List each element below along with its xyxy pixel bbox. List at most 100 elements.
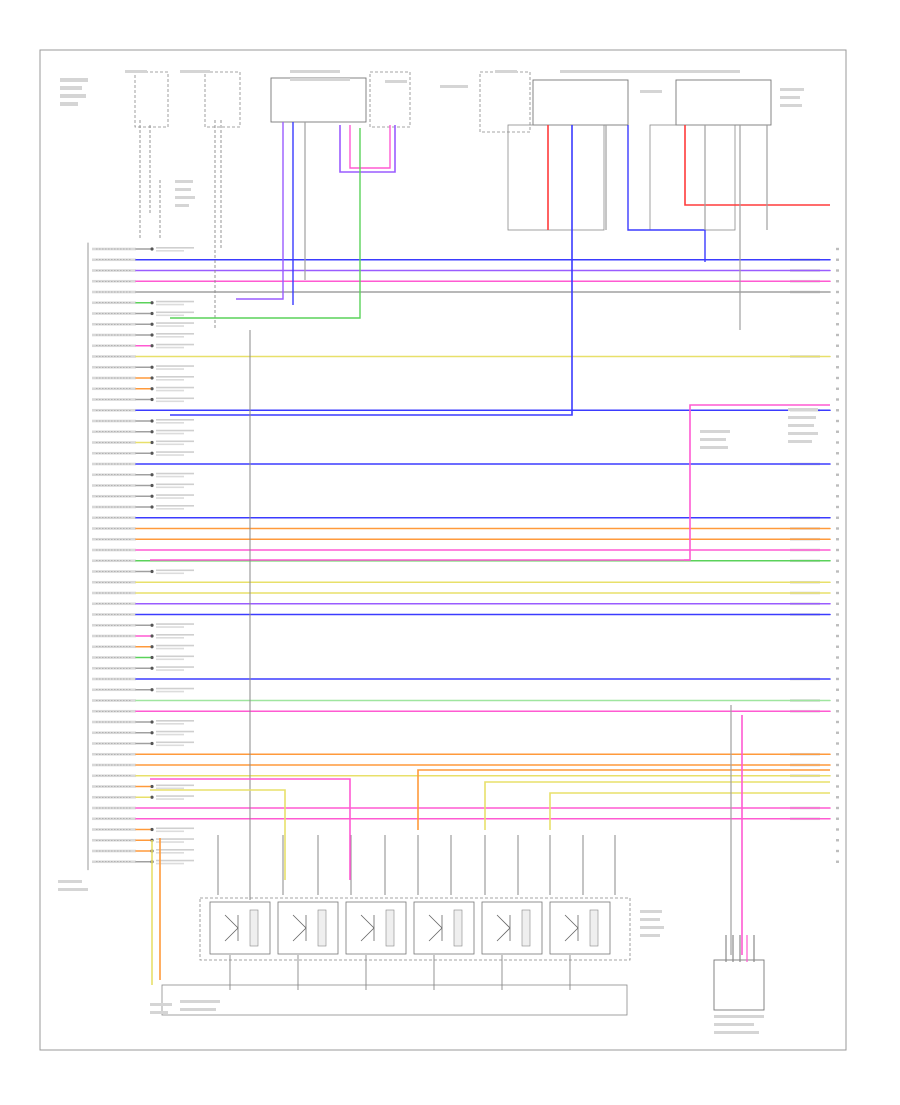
bus-annot-2	[156, 314, 184, 317]
bus-annot	[156, 451, 194, 453]
bus-right-pin	[836, 774, 839, 777]
bus-right-pin	[836, 677, 839, 681]
bus-dot	[150, 311, 154, 316]
bus-right-pin	[836, 452, 839, 455]
bus-annot	[156, 849, 194, 851]
bus-dot	[150, 322, 154, 326]
bus-right-pin	[836, 731, 839, 734]
bus-right-pin	[836, 753, 839, 756]
bus-annot-2	[156, 389, 184, 392]
bus-annot	[156, 730, 194, 733]
bus-right-pin	[836, 301, 839, 304]
coil-winding	[453, 909, 463, 947]
bus-annot-2	[156, 658, 184, 661]
bus-dot	[150, 483, 154, 488]
bus-annot-2	[156, 733, 184, 736]
bus-annot-2	[156, 626, 184, 628]
fine-print-18	[175, 196, 195, 199]
bus-dot	[150, 440, 154, 445]
fuse-box-c	[479, 71, 531, 133]
bus-right-pin	[836, 269, 839, 272]
bus-right-pin	[836, 742, 839, 745]
bus-right-pin	[836, 624, 839, 627]
bus-right-pin	[836, 441, 839, 444]
bus-right-pin	[836, 634, 839, 638]
bus-annot	[156, 795, 194, 797]
fuel-blue-return	[627, 125, 706, 262]
bus-right-pin	[836, 484, 839, 487]
bus-annot-2	[156, 379, 184, 381]
ground-frame	[161, 984, 628, 1016]
bus-right-pin	[836, 667, 839, 670]
fine-print-17	[175, 188, 191, 191]
coil-transistor-symbol	[496, 914, 511, 942]
bus-annot	[156, 376, 194, 378]
bus-right-pin	[836, 860, 839, 863]
fuse-box-a	[134, 71, 169, 128]
bus-right-pin	[836, 699, 839, 702]
fine-print-7	[290, 78, 350, 81]
relay-violet-drop	[236, 122, 284, 300]
relay-bracket-fuel	[507, 124, 605, 231]
relay-bracket-fan	[649, 124, 736, 231]
bus-annot	[156, 569, 194, 572]
fine-print-6	[290, 70, 340, 73]
coil-yellow-jog-2	[484, 781, 830, 830]
bus-right-pin	[836, 505, 839, 509]
bus-dot	[150, 720, 154, 724]
fine-print-28	[640, 910, 662, 913]
bottom-components	[161, 897, 765, 1016]
bus-right-pin	[836, 387, 839, 390]
coil-winding	[589, 909, 599, 947]
fine-print-36	[58, 888, 88, 891]
bus-annot-2	[156, 346, 184, 349]
fine-print-8	[385, 80, 407, 83]
bus-right-pin	[836, 581, 839, 584]
bus-right-pin	[836, 645, 839, 648]
bus-right-pin	[836, 473, 839, 476]
bus-annot-2	[156, 862, 184, 865]
bus-annot	[156, 827, 194, 830]
bus-annot-2	[156, 486, 184, 489]
bus-labels	[92, 247, 839, 865]
fuse-box-d	[204, 71, 241, 128]
fine-print-27	[788, 440, 812, 443]
fine-print-29	[640, 918, 660, 921]
bus-right-pin	[836, 290, 839, 294]
bus-right-pin	[836, 527, 839, 530]
fine-print-20	[700, 430, 730, 433]
coil-winding	[521, 909, 531, 947]
bus-annot-2	[156, 454, 184, 456]
bus-annot-2	[156, 400, 184, 403]
wires	[87, 120, 831, 990]
fine-print-24	[788, 416, 816, 419]
bus-annot-2	[156, 432, 184, 435]
fine-print-2	[60, 94, 86, 98]
bus-annot	[156, 483, 194, 486]
coil-orange-jog	[417, 769, 830, 830]
bus-annot-2	[156, 690, 184, 693]
fine-print-34	[714, 1031, 759, 1034]
coil-group-frame	[199, 897, 631, 961]
bus-annot	[156, 472, 194, 475]
bus-right-pin	[836, 409, 839, 412]
bus-right-pin	[836, 656, 839, 659]
bus-annot	[156, 247, 194, 249]
bus-annot	[156, 429, 194, 432]
bus-annot	[156, 494, 194, 496]
sensor-box	[713, 959, 765, 1011]
fine-print-30	[640, 926, 664, 929]
bus-right-pin	[836, 849, 839, 853]
bus-dot	[150, 494, 154, 498]
bus-annot	[156, 311, 194, 314]
bus-right-pin	[836, 355, 839, 358]
coil-transistor-symbol	[564, 914, 579, 942]
ignition-coil-3	[345, 901, 407, 955]
bus-dot	[150, 301, 154, 305]
bus-right-pin	[836, 688, 839, 691]
fine-print-22	[700, 446, 728, 449]
fan-red-drop	[684, 125, 830, 206]
bus-dot	[150, 827, 154, 832]
bus-annot	[156, 440, 194, 443]
